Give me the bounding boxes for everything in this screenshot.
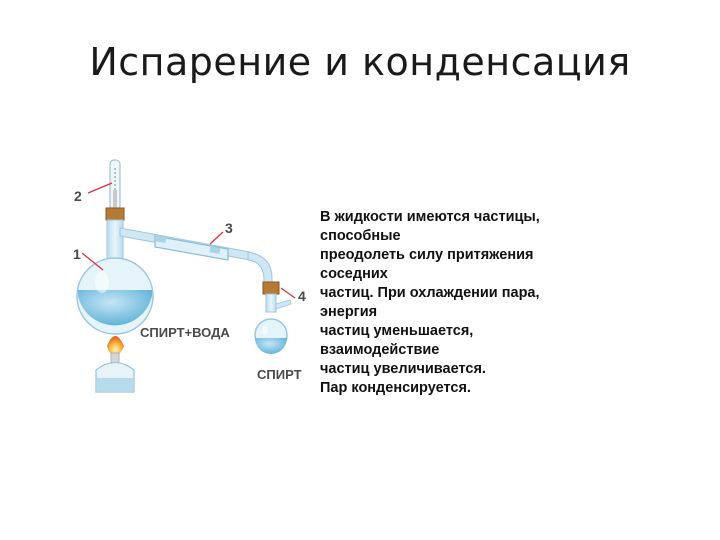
- label-flask-contents: СПИРТ+ВОДА: [140, 325, 230, 340]
- text-line: В жидкости имеются частицы,: [320, 209, 540, 225]
- alcohol-burner: [95, 336, 135, 393]
- text-line: Пар конденсируется.: [320, 380, 471, 396]
- text-line: энергия: [320, 304, 378, 320]
- thermometer: [109, 159, 121, 211]
- receiver-cork: [262, 281, 280, 295]
- receiving-flask: [254, 293, 292, 354]
- text-line: соседних: [320, 266, 388, 282]
- label-receiver-contents: СПИРТ: [257, 367, 302, 382]
- label-1: 1: [73, 246, 81, 262]
- distilling-flask: [76, 219, 154, 335]
- slide-title: Испарение и конденсация: [89, 40, 631, 84]
- text-line: преодолеть силу притяжения: [320, 247, 534, 263]
- flask-cork: [105, 207, 125, 221]
- text-line: частиц уменьшается,: [320, 323, 474, 339]
- label-3: 3: [225, 220, 233, 236]
- explanation-text: В жидкости имеются частицы, способные пр…: [320, 208, 620, 398]
- text-line: частиц увеличивается.: [320, 361, 486, 377]
- text-line: взаимодействие: [320, 342, 440, 358]
- text-line: способные: [320, 228, 401, 244]
- pointer-lines: [81, 182, 296, 299]
- label-2: 2: [74, 188, 82, 204]
- text-line: частиц. При охлаждении пара,: [320, 285, 540, 301]
- label-4: 4: [298, 288, 306, 304]
